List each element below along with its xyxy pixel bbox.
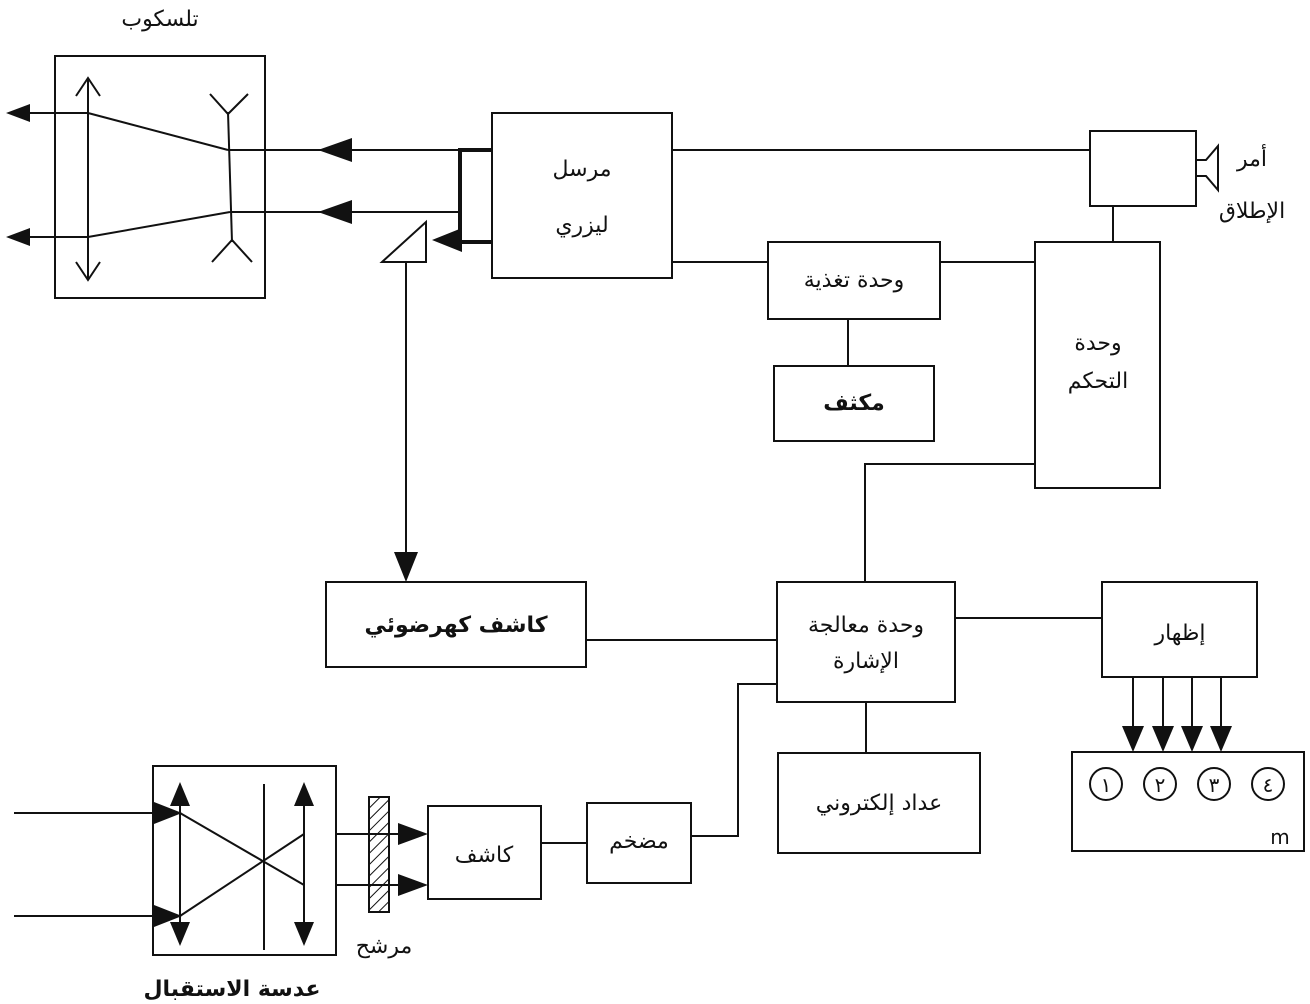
receiving-lens-right-up-head	[294, 782, 314, 806]
display-arrow-1-head	[1122, 726, 1144, 752]
telescope-diverging-bottom	[211, 238, 253, 263]
beam-splitter-prism	[379, 219, 427, 263]
receiving-ray-up	[179, 833, 305, 917]
telescope-box	[54, 55, 266, 299]
detector-box	[427, 805, 542, 900]
control-unit-label-line2: التحكم	[1068, 369, 1128, 394]
control-unit-box	[1034, 241, 1161, 489]
processing-amplifier-line	[691, 683, 777, 837]
amplifier-label: مضخم	[609, 829, 669, 854]
filter-beam-upper-arrowhead	[398, 823, 428, 845]
beam-tx-upper-arrowhead	[318, 138, 352, 162]
readout-digit-1: ١	[1101, 773, 1112, 797]
incoming-beam-lower-arrowhead	[154, 905, 182, 927]
amplifier-block: مضخم	[586, 802, 692, 884]
receiving-lens-block: عدسة الاستقبال	[143, 765, 337, 1002]
signal-processing-block: وحدة معالجة الإشارة	[776, 581, 956, 703]
photodetector-box	[325, 581, 587, 668]
readout-digit-4: ٤	[1263, 773, 1274, 797]
photodetector-label: كاشف كهرضوئي	[364, 613, 547, 638]
sample-beam-arrowhead	[432, 228, 462, 252]
telescope-diverging-lens-line	[227, 111, 233, 243]
detector-block: كاشف	[427, 805, 542, 900]
control-unit-block: وحدة التحكم	[1034, 241, 1161, 489]
ray-upper	[87, 112, 229, 151]
signal-processing-box	[776, 581, 956, 703]
trigger-label-line1: أمر	[1236, 144, 1267, 172]
display-arrow-3-head	[1181, 726, 1203, 752]
display-box	[1101, 581, 1258, 678]
filter-hatched-plate	[368, 796, 390, 913]
electronic-counter-label: عداد إلكتروني	[816, 791, 942, 816]
telescope-lens-arrow-down	[75, 261, 101, 282]
ray-lower	[87, 211, 231, 238]
display-arrow-4-head	[1210, 726, 1232, 752]
trigger-button-icon	[1195, 143, 1219, 193]
telescope-block: تلسكوب	[6, 7, 266, 299]
readout-digit-1-circle	[1089, 767, 1123, 801]
receiving-lens-right-down-head	[294, 922, 314, 946]
display-block: إظهار	[1101, 581, 1258, 678]
control-unit-label-line1: وحدة	[1074, 331, 1121, 356]
display-output-arrows	[1122, 677, 1232, 752]
incoming-beam-upper-arrowhead	[154, 802, 182, 824]
laser-transmitter-label-line1: مرسل	[552, 157, 611, 182]
receiving-lens-left-down-head	[170, 922, 190, 946]
electronic-counter-box	[777, 752, 981, 854]
telescope-diverging-top	[209, 93, 249, 116]
readout-digit-2-circle	[1143, 767, 1177, 801]
capacitor-block: مكثف	[773, 365, 935, 442]
beam-tx-lower-arrowhead	[318, 200, 352, 224]
beam-out-lower-arrowhead	[6, 228, 30, 246]
power-unit-box	[767, 241, 941, 320]
readout-digit-3: ٣	[1209, 773, 1220, 797]
trigger-block: أمر الإطلاق	[1089, 130, 1285, 224]
receiving-lens-left-up-head	[170, 782, 190, 806]
filter-label: مرشح	[356, 934, 413, 959]
photodetector-block: كاشف كهرضوئي	[325, 581, 587, 668]
signal-processing-label-line1: وحدة معالجة	[808, 613, 924, 638]
filter-block: مرشح	[356, 796, 413, 959]
laser-transmitter-block: مرسل ليزري	[491, 112, 673, 279]
telescope-lens-arrow-up	[75, 76, 101, 97]
receiving-ray-down	[179, 812, 305, 886]
readout-panel-box	[1071, 751, 1305, 852]
filter-beam-lower-arrowhead	[398, 874, 428, 896]
signal-processing-label-line2: الإشارة	[833, 649, 899, 674]
laser-transmitter-box	[491, 112, 673, 279]
display-arrow-2-head	[1152, 726, 1174, 752]
readout-digit-2: ٢	[1155, 773, 1166, 797]
telescope-label: تلسكوب	[121, 7, 198, 32]
power-unit-label: وحدة تغذية	[804, 268, 905, 293]
capacitor-box	[773, 365, 935, 442]
amplifier-box	[586, 802, 692, 884]
readout-digit-3-circle	[1197, 767, 1231, 801]
readout-panel: ١ ٢ ٣ ٤ m	[1071, 751, 1305, 852]
control-signal-processing-line	[864, 463, 1035, 582]
detector-label: كاشف	[455, 843, 514, 868]
transmitter-output-bracket	[458, 148, 492, 244]
beam-out-upper-arrowhead	[6, 104, 30, 122]
laser-transmitter-label-line2: ليزري	[555, 213, 608, 238]
capacitor-label: مكثف	[823, 391, 885, 416]
receiving-lens-label: عدسة الاستقبال	[143, 977, 320, 1002]
readout-digit-4-circle	[1251, 767, 1285, 801]
display-label: إظهار	[1153, 621, 1205, 646]
readout-unit-label: m	[1270, 825, 1289, 849]
photodetector-arrowhead	[394, 552, 418, 582]
trigger-box	[1089, 130, 1197, 207]
power-unit-block: وحدة تغذية	[767, 241, 941, 320]
electronic-counter-block: عداد إلكتروني	[777, 752, 981, 854]
trigger-label-line2: الإطلاق	[1219, 199, 1285, 224]
